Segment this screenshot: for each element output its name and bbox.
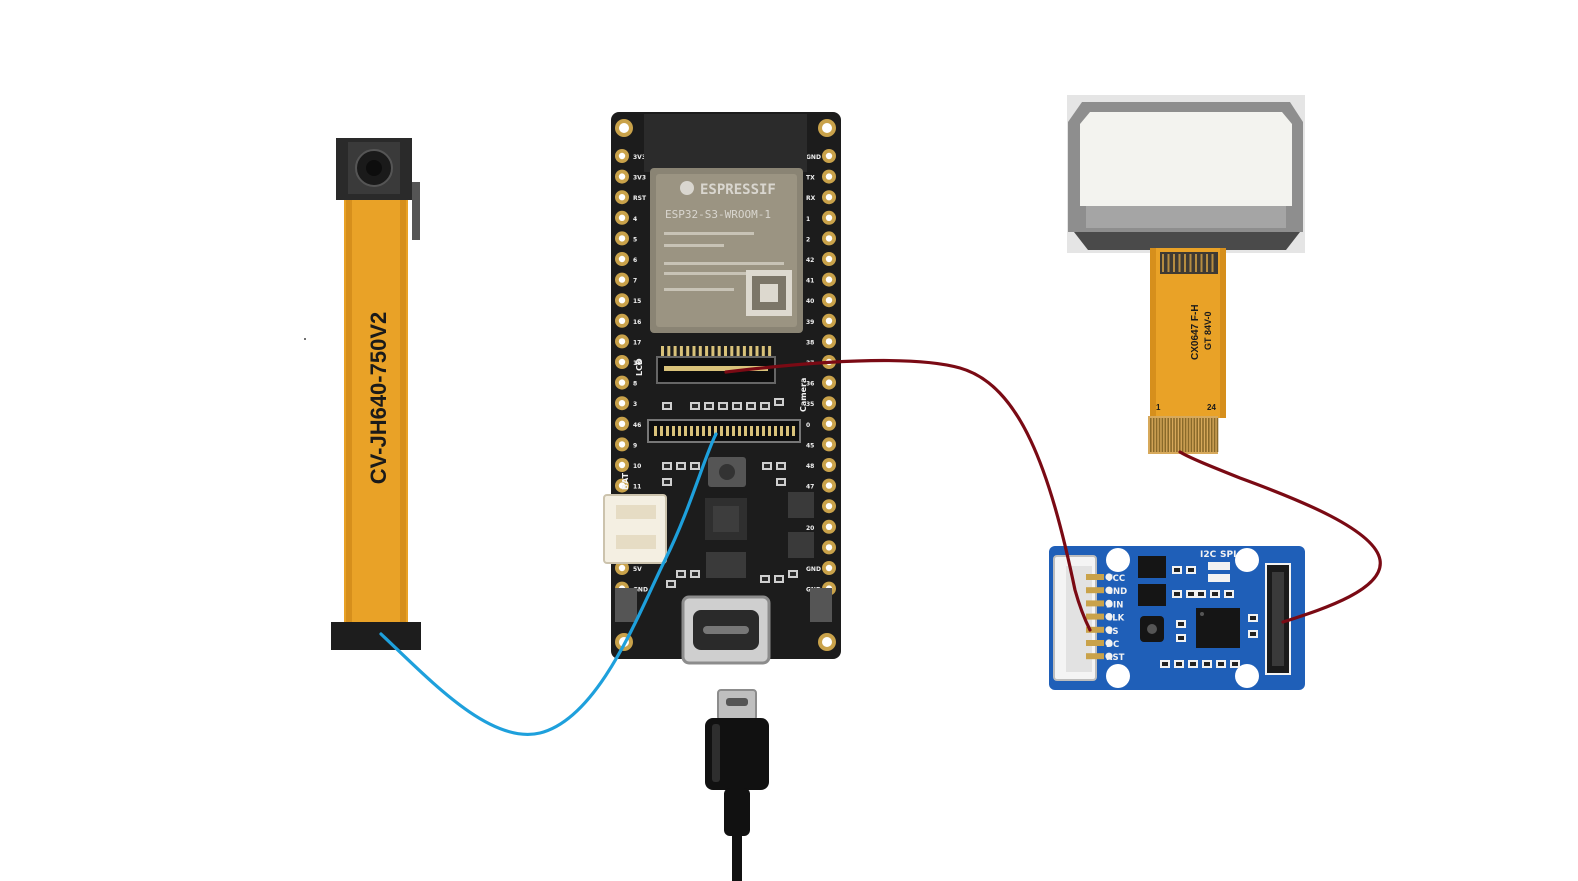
- right-pin-label: 35: [806, 401, 814, 408]
- driver-pin: [1086, 626, 1104, 633]
- right-pin-label: TX: [806, 175, 815, 182]
- left-pin-label: 8: [633, 381, 637, 388]
- driver-pcb: [1049, 546, 1305, 690]
- left-pin-label: RST: [633, 195, 647, 202]
- left-pin-label: 3: [633, 401, 637, 408]
- driver-pin-label: GND: [1106, 587, 1127, 597]
- right-pin-label: 39: [806, 319, 814, 326]
- driver-pin-label: CLK: [1106, 614, 1125, 624]
- right-pin-label: 45: [806, 442, 814, 449]
- right-pin-label: RX: [806, 195, 816, 202]
- right-pin-label: 0: [806, 422, 810, 429]
- usb-c-cable: [705, 689, 769, 881]
- driver-pin: [1086, 613, 1104, 620]
- right-pin-label: 36: [806, 381, 814, 388]
- camera-port: [647, 419, 801, 443]
- oled-display: CX0647 F-H GT 84V-0 1 24: [1067, 95, 1305, 454]
- camera-ribbon: [344, 190, 408, 622]
- wire-driver-to-oled: [1178, 450, 1382, 624]
- left-pin-label: 46: [633, 422, 641, 429]
- left-pin-label: 9: [633, 442, 637, 449]
- left-pin-label: 18: [633, 360, 641, 367]
- mode-spi-label: SPI: [1220, 550, 1236, 560]
- right-pin-label: 38: [806, 339, 814, 346]
- right-pin-label: 20: [806, 525, 814, 532]
- left-pin-label: 5V: [633, 566, 642, 573]
- left-pin-label: 6: [633, 257, 637, 264]
- left-pin-label: 16: [633, 319, 641, 326]
- oled-glass: [1080, 112, 1292, 206]
- module-brand: ESPRESSIF: [700, 182, 776, 198]
- camera-port-label: Camera: [799, 378, 808, 412]
- oled-fpc: [1150, 248, 1226, 418]
- battery-label: BAT: [621, 472, 630, 490]
- driver-pin-label: CS: [1106, 627, 1119, 637]
- driver-pin-label: DC: [1106, 640, 1119, 650]
- left-pin-label: 17: [633, 339, 641, 346]
- oled-pin-first: 1: [1156, 403, 1161, 412]
- driver-pin: [1086, 587, 1104, 594]
- left-pin-header: 3V33V3RST4567151617188346910111213145VGN…: [615, 149, 648, 596]
- oled-pin-last: 24: [1207, 403, 1216, 412]
- driver-pin: [1086, 653, 1104, 660]
- left-pin-label: 5: [633, 236, 637, 243]
- right-pin-label: 1: [806, 216, 810, 223]
- left-pin-label: 4: [633, 216, 637, 223]
- left-pin-label: 11: [633, 484, 641, 491]
- left-pin-label: 3V3: [633, 154, 646, 161]
- driver-pin-label: DIN: [1106, 600, 1123, 610]
- right-pin-label: 42: [806, 257, 814, 264]
- oled-fpc-sub: GT 84V-0: [1203, 311, 1213, 350]
- driver-pin: [1086, 574, 1104, 580]
- right-pin-header: GNDTXRX1242414039383736350454847212019GN…: [806, 149, 836, 596]
- left-pin-label: 7: [633, 278, 637, 285]
- driver-pin: [1086, 600, 1104, 607]
- left-pin-label: 3V3: [633, 175, 646, 182]
- driver-pin-label: VCC: [1106, 574, 1125, 584]
- camera-module: CV-JH640-750V2: [304, 138, 421, 650]
- driver-board: VCC GND DIN CLK CS DC RST I2C SPI: [1049, 546, 1305, 690]
- right-pin-label: GND: [806, 566, 821, 573]
- esp32-board: 3V33V3RST4567151617188346910111213145VGN…: [603, 112, 841, 665]
- right-pin-label: 2: [806, 236, 810, 243]
- camera-connector: [331, 622, 421, 650]
- driver-pin: [1086, 640, 1104, 646]
- wifi-module-antenna: [644, 114, 807, 172]
- left-pin-label: 15: [633, 298, 641, 305]
- left-pin-label: GND: [633, 587, 648, 594]
- usb-c-plug: [705, 718, 769, 790]
- oled-fpc-code: CX0647 F-H: [1190, 304, 1201, 360]
- driver-pin-label: RST: [1106, 653, 1125, 663]
- right-pin-label: 40: [806, 298, 814, 305]
- lcd-connector-label: LCD: [635, 358, 644, 376]
- module-name: ESP32-S3-WROOM-1: [665, 208, 771, 221]
- wire-lcd-to-driver: [724, 358, 1092, 632]
- right-pin-label: GND: [806, 154, 821, 161]
- mode-i2c-label: I2C: [1200, 550, 1217, 560]
- right-pin-label: 41: [806, 278, 814, 285]
- wire-camera-to-board: [379, 432, 718, 737]
- camera-ribbon-label: CV-JH640-750V2: [366, 312, 391, 484]
- left-pin-label: 10: [633, 463, 641, 470]
- right-pin-label: 48: [806, 463, 814, 470]
- right-pin-label: 47: [806, 484, 814, 491]
